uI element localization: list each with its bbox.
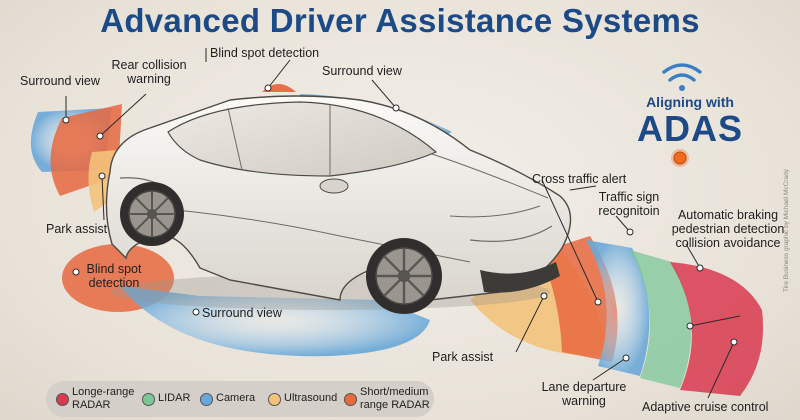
graphic-credit: Tire Business graphic by Michael McCrady — [783, 169, 790, 292]
legend-item-long-range-radar: Longe-range RADAR — [56, 381, 136, 417]
label-park-assist-left: Park assist — [46, 222, 108, 236]
label-surround-view-top: Surround view — [322, 64, 402, 78]
lidar-swatch — [142, 393, 155, 406]
legend-label: Short/medium range RADAR — [360, 386, 430, 411]
mirror — [319, 178, 349, 194]
legend-item-camera: Camera — [200, 381, 266, 417]
label-surround-view-bottom: Surround view — [202, 306, 282, 320]
wifi-icon — [662, 63, 702, 91]
lidar-front-zone — [630, 250, 692, 388]
legend-label: Camera — [216, 392, 256, 404]
rear-wheel — [120, 182, 184, 246]
camera-front-zone — [586, 240, 650, 376]
label-blind-spot-detection-left: Blind spot detection — [86, 262, 142, 290]
label-traffic-sign-recognition: Traffic sign recognitoin — [598, 190, 660, 218]
legend-label: Ultrasound — [284, 392, 338, 404]
car-illustration — [105, 95, 572, 314]
page-title: Advanced Driver Assistance Systems — [100, 2, 700, 39]
label-surround-view-left: Surround view — [20, 74, 100, 88]
label-adaptive-cruise-control: Adaptive cruise control — [642, 400, 769, 414]
surround-view-bottom-zone — [120, 286, 430, 357]
legend-item-lidar: LIDAR — [142, 381, 198, 417]
sensor-light-icon — [671, 149, 689, 167]
label-automatic-braking: Automatic braking pedestrian detection c… — [671, 208, 785, 250]
label-lane-departure-warning: Lane departure warning — [541, 380, 627, 408]
legend-label: Longe-range RADAR — [72, 386, 135, 411]
label-cross-traffic-alert: Cross traffic alert — [532, 172, 627, 186]
brand-logo-text: ADAS — [636, 108, 743, 149]
short-medium-radar-swatch — [344, 393, 357, 406]
long-range-radar-zone — [670, 262, 764, 396]
car-glass — [167, 101, 438, 177]
label-rear-collision-warning: Rear collision warning — [111, 58, 187, 86]
ultrasound-swatch — [268, 393, 281, 406]
label-park-assist-bottom: Park assist — [432, 350, 494, 364]
brand-tagline: Aligning with — [646, 94, 734, 110]
legend-item-ultrasound: Ultrasound — [268, 381, 348, 417]
legend: Longe-range RADAR LIDAR Camera Ultrasoun… — [46, 381, 434, 417]
legend-label: LIDAR — [158, 392, 191, 404]
long-range-radar-swatch — [56, 393, 69, 406]
front-wheel — [366, 238, 442, 314]
short-radar-front-zone — [540, 236, 618, 362]
label-blind-spot-detection-top: Blind spot detection — [210, 46, 320, 60]
legend-item-short-medium-radar: Short/medium range RADAR — [344, 381, 432, 417]
camera-swatch — [200, 393, 213, 406]
